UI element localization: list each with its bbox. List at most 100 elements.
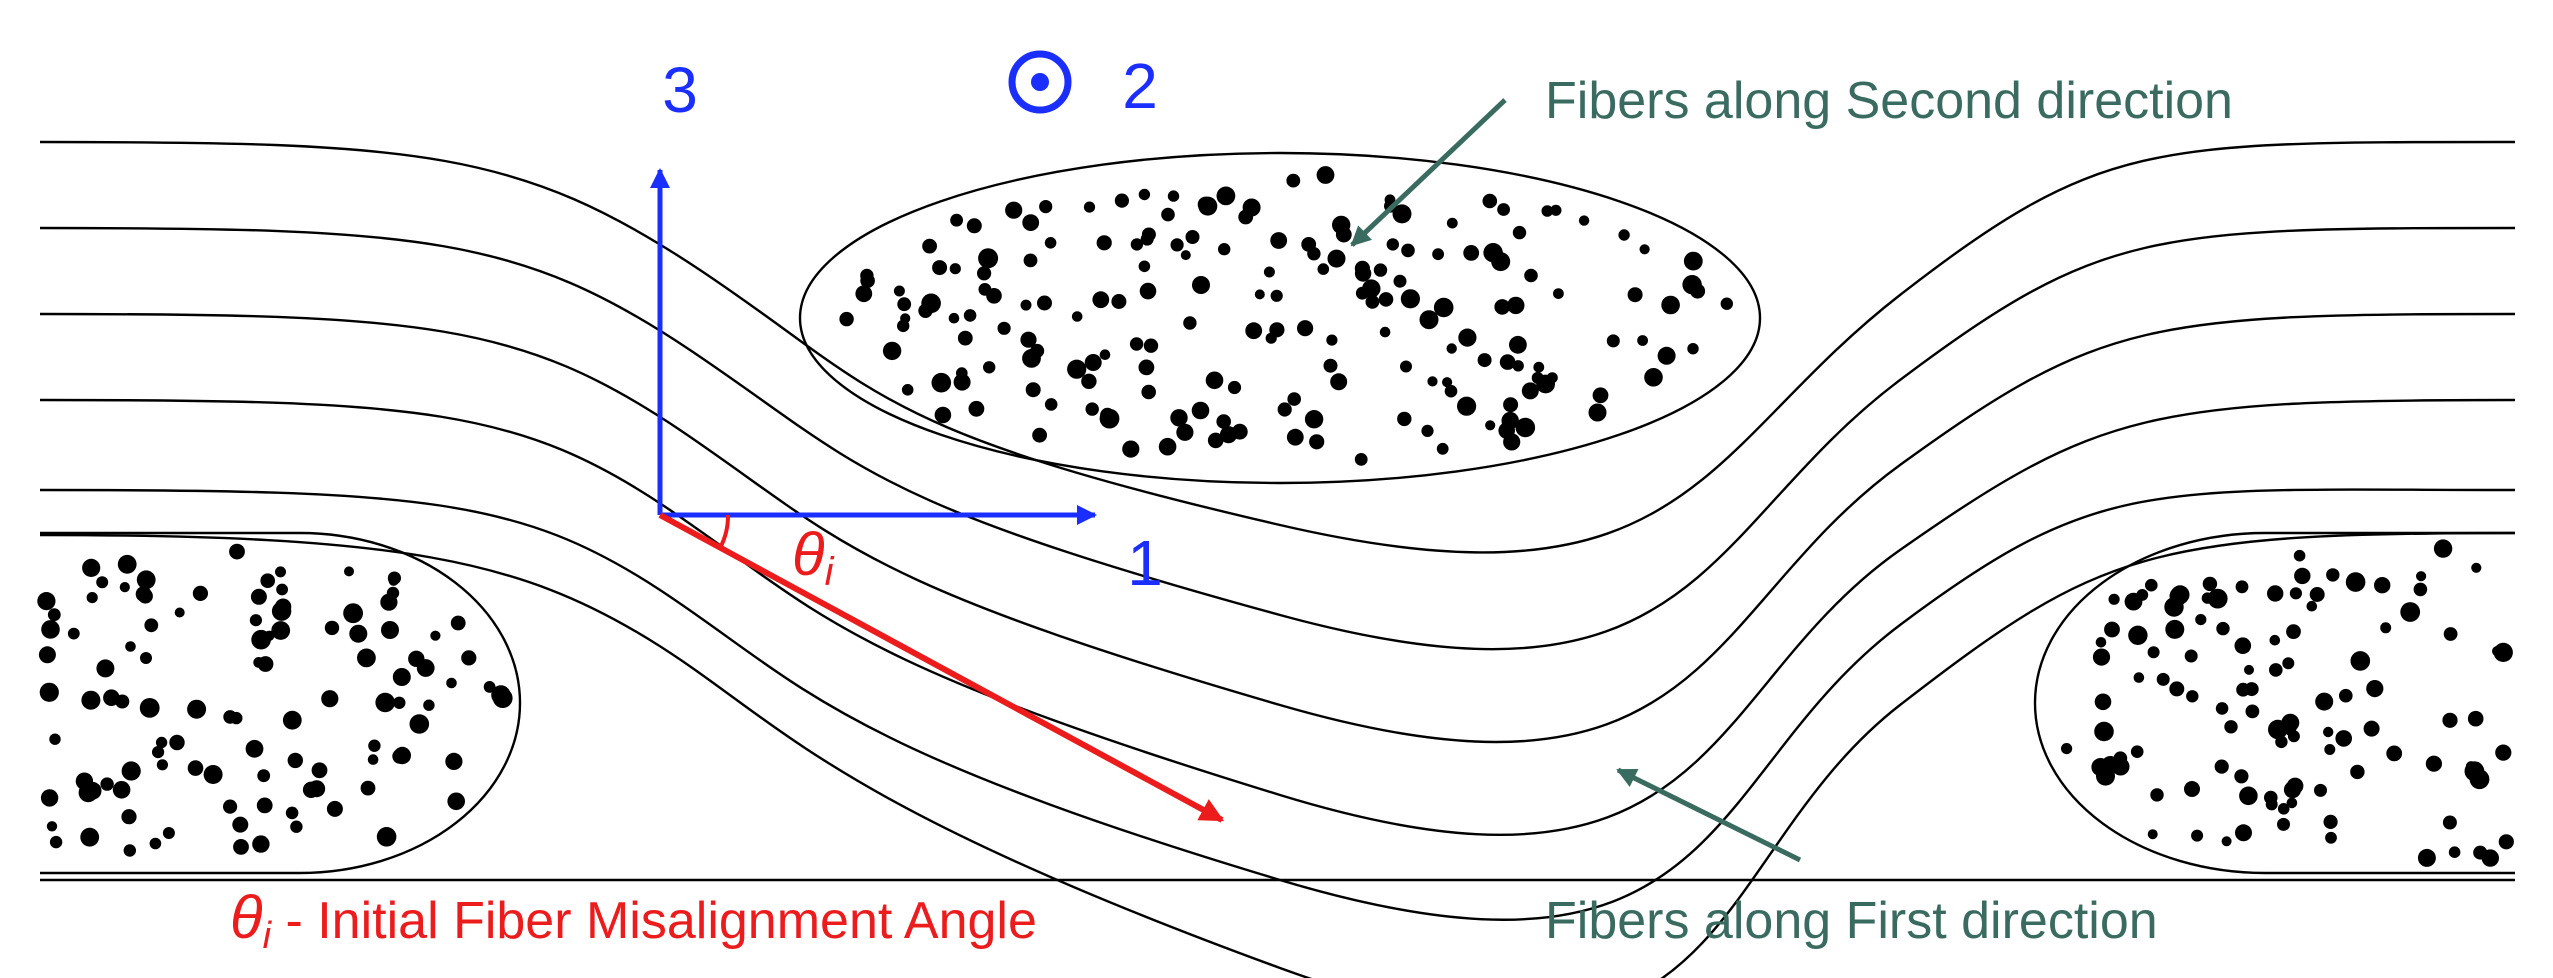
- axis-3-label: 3: [662, 54, 698, 126]
- fiber-dot: [1044, 237, 1057, 249]
- fiber-dot: [1254, 289, 1265, 300]
- fiber-dot: [1400, 360, 1412, 373]
- fiber-dot: [2315, 692, 2334, 711]
- fiber-dot: [2286, 797, 2298, 809]
- fiber-dot: [287, 752, 303, 769]
- fiber-dot: [1354, 453, 1368, 466]
- fiber-dot: [882, 341, 902, 361]
- fiber-dot: [2464, 761, 2485, 782]
- fiber-dot: [1099, 408, 1120, 429]
- fiber-dot: [2380, 622, 2392, 634]
- fiber-dot: [1421, 424, 1434, 437]
- fiber-dot: [1096, 235, 1112, 251]
- fiber-dot: [1392, 204, 1412, 224]
- fiber-dot: [1020, 331, 1037, 348]
- fiber-dot: [2169, 681, 2185, 697]
- fiber-dot: [41, 620, 60, 639]
- fiber-dot: [80, 827, 100, 847]
- fiber-dot: [1205, 371, 1224, 390]
- fiber-dot: [2286, 624, 2301, 639]
- fiber-dot: [901, 384, 914, 396]
- fiber-dot: [1170, 238, 1184, 252]
- fiber-dot: [276, 583, 288, 596]
- fiber-dot: [1509, 335, 1527, 354]
- fiber-dot: [321, 690, 339, 708]
- fiber-dot: [1541, 205, 1554, 217]
- fiber-dot: [897, 297, 912, 312]
- fiber-dot: [2268, 719, 2288, 740]
- fiber-dot: [2293, 549, 2306, 562]
- fiber-dot: [1401, 243, 1415, 258]
- fiber-dot: [2416, 571, 2427, 582]
- fiber-dot: [135, 586, 152, 602]
- fiber-dot: [2245, 704, 2260, 719]
- fiber-dot: [1218, 243, 1231, 256]
- fiber-dot: [918, 303, 933, 318]
- fiber-dot: [2294, 567, 2311, 585]
- fiber-dot: [119, 582, 130, 593]
- fiber-dot: [357, 648, 376, 668]
- fiber-dot: [1323, 358, 1338, 373]
- fiber-dot: [2425, 755, 2442, 772]
- fiber-dot: [121, 761, 141, 781]
- fiber-dot: [839, 311, 854, 327]
- angle-arc: [718, 514, 731, 549]
- fiber-dot: [156, 759, 168, 771]
- fiber-line: [39, 226, 2516, 651]
- fiber-dot: [1397, 411, 1412, 427]
- fiber-dot: [1533, 361, 1545, 373]
- fiber-dot: [1286, 173, 1301, 188]
- fiber-dot: [311, 762, 328, 779]
- fiber-dot: [1512, 225, 1527, 240]
- fiber-dot: [430, 630, 441, 641]
- fiber-dot: [380, 593, 398, 611]
- fiber-dot: [2184, 781, 2200, 797]
- fiber-dot: [2314, 783, 2327, 797]
- fiber-dot: [447, 792, 466, 811]
- fiber-dot: [1354, 260, 1370, 276]
- fiber-dot: [1270, 289, 1283, 302]
- fiber-dot: [1497, 203, 1510, 216]
- fiber-dot: [112, 781, 131, 799]
- angle-caption: θi - Initial Fiber Misalignment Angle: [230, 884, 1037, 957]
- fiber-dot: [1515, 417, 1536, 438]
- fiber-dot: [271, 621, 291, 640]
- first-direction-annotation: Fibers along First direction: [1545, 767, 2158, 950]
- fiber-dot: [308, 780, 326, 798]
- fiber-dot: [953, 373, 971, 391]
- fiber-dot: [100, 777, 114, 791]
- fiber-dot: [83, 781, 102, 800]
- fiber-dot: [2234, 769, 2249, 784]
- fiber-dot: [408, 650, 425, 667]
- fiber-dot: [2094, 721, 2114, 742]
- fiber-dot: [2216, 621, 2230, 636]
- fiber-dot: [2156, 672, 2170, 686]
- fiber-dot: [136, 570, 156, 590]
- fiber-dot: [2386, 745, 2403, 762]
- fiber-dot: [229, 543, 245, 560]
- fiber-dot: [1216, 414, 1231, 429]
- fiber-dot: [140, 652, 152, 664]
- fiber-dot: [1297, 320, 1314, 337]
- fiber-dot: [233, 839, 249, 855]
- fiber-dot: [860, 268, 874, 283]
- fiber-dot: [957, 330, 973, 346]
- fiber-dot: [187, 760, 204, 776]
- fiber-dot: [256, 797, 273, 814]
- misalignment-angle: θi: [658, 512, 1225, 823]
- fiber-dot: [1442, 377, 1453, 388]
- fiber-dot: [956, 367, 968, 379]
- fiber-dot: [1197, 196, 1214, 213]
- fiber-dot: [368, 739, 381, 752]
- fiber-dot: [2283, 781, 2302, 799]
- fiber-dot: [2145, 578, 2158, 592]
- fiber-dot: [932, 260, 948, 276]
- fiber-dot: [1400, 289, 1420, 309]
- fiber-dot: [1683, 251, 1703, 271]
- fiber-dot: [977, 266, 992, 281]
- fiber-dot: [1138, 260, 1151, 273]
- first-direction-label: Fibers along First direction: [1545, 892, 2158, 950]
- fiber-dot: [983, 361, 996, 374]
- fiber-dot: [2096, 766, 2115, 786]
